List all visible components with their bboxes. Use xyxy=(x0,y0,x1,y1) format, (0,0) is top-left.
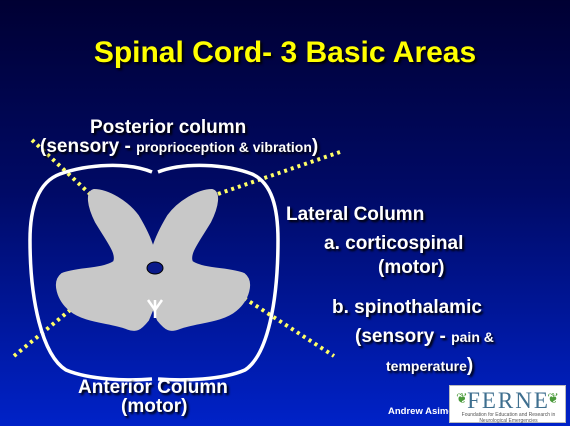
spinothalamic-detail2-text: temperature xyxy=(386,358,467,374)
anterior-column-motor: (motor) xyxy=(121,396,187,418)
pointer-lateral xyxy=(244,298,334,356)
leaf-icon-right: ❦ xyxy=(547,390,559,407)
spinothalamic-temperature-label: temperature) xyxy=(386,355,473,377)
posterior-open-text: (sensory - xyxy=(40,136,136,157)
posterior-detail-text: proprioception & vibration xyxy=(136,139,312,155)
spinothalamic-close-text: ) xyxy=(467,355,473,376)
ferne-logo: ❦ FERNE ❦ Foundation for Education and R… xyxy=(449,385,566,423)
posterior-column-detail: (sensory - proprioception & vibration) xyxy=(40,136,318,158)
spinothalamic-label: b. spinothalamic xyxy=(332,297,482,319)
posterior-close-text: ) xyxy=(312,136,318,157)
pointer-posterior-right xyxy=(212,152,340,196)
lateral-column-heading: Lateral Column xyxy=(286,204,424,226)
spinothalamic-detail1-text: pain & xyxy=(451,329,494,345)
logo-subtitle: Foundation for Education and Research in… xyxy=(450,412,567,424)
corticospinal-label: a. corticospinal xyxy=(324,233,463,255)
central-canal xyxy=(147,262,163,274)
spinothalamic-open-text: (sensory - xyxy=(355,326,451,347)
spinothalamic-sensory-label: (sensory - pain & xyxy=(355,326,494,348)
corticospinal-motor-label: (motor) xyxy=(378,257,444,279)
